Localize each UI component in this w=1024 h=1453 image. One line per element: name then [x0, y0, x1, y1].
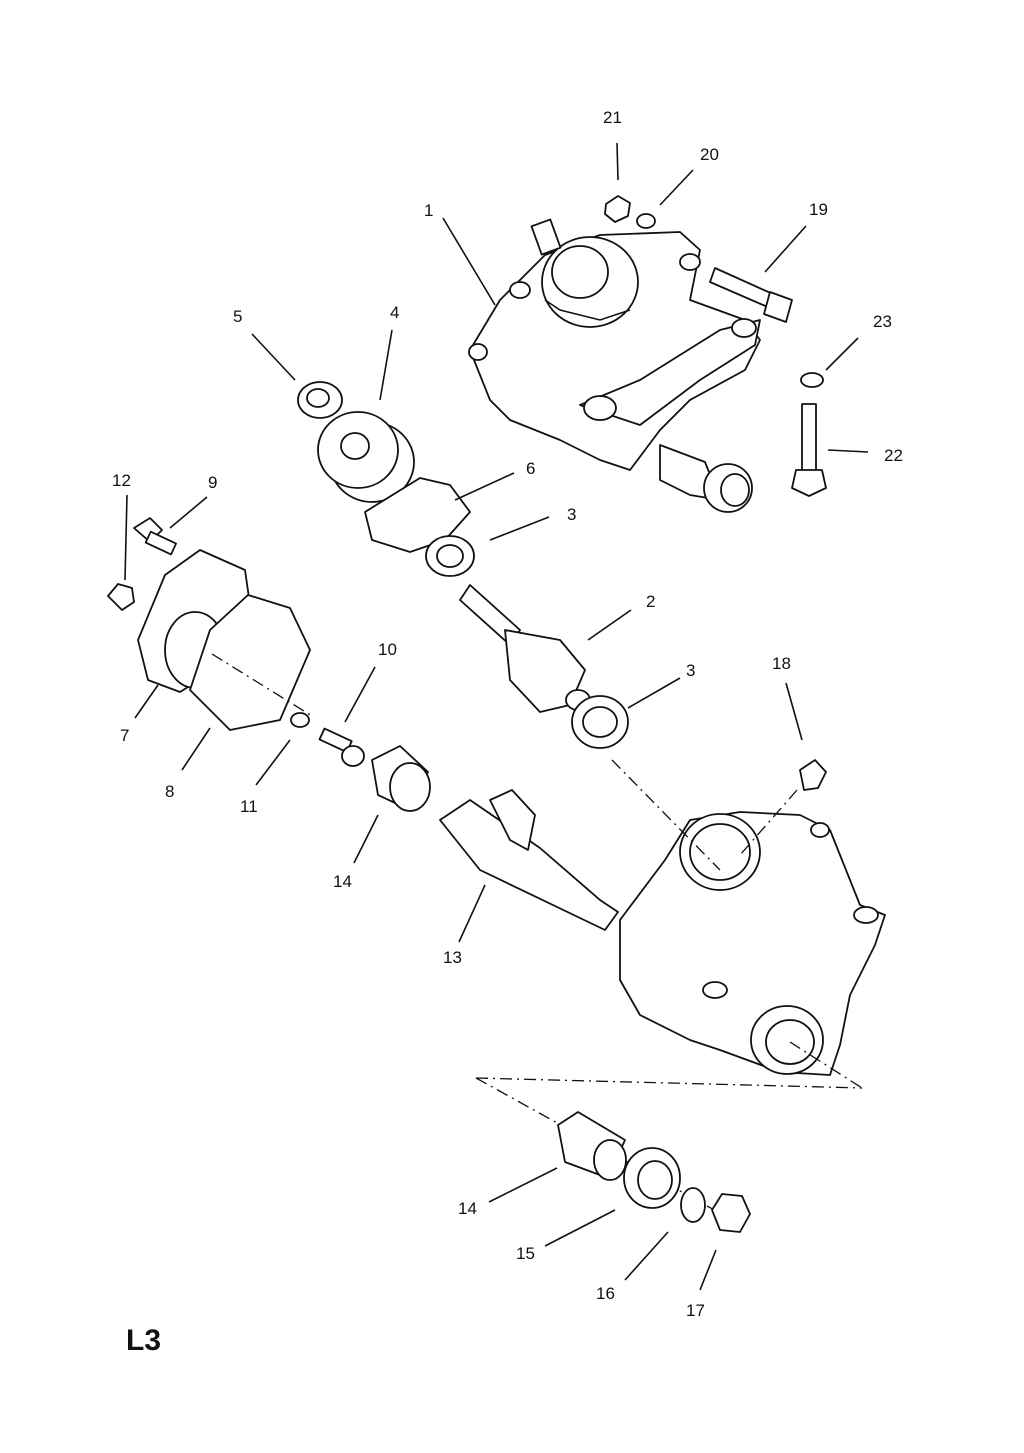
callout-22: 22 — [884, 446, 903, 465]
part-2-worm-shaft — [459, 584, 591, 713]
housing-lower — [619, 811, 886, 1076]
callout-4: 4 — [390, 303, 399, 322]
part-4-cover — [317, 411, 415, 503]
callout-5: 5 — [233, 307, 242, 326]
callout-14: 14 — [333, 872, 352, 891]
page-code: L3 — [126, 1324, 161, 1357]
part-14-bush-lower — [557, 1111, 627, 1181]
assembly-line — [739, 789, 798, 856]
callout-12: 12 — [112, 471, 131, 490]
part-17-nut — [711, 1193, 751, 1233]
callout-23: 23 — [873, 312, 892, 331]
part-5-seal — [297, 381, 343, 419]
assembly-line — [611, 759, 721, 871]
assembly-line — [789, 1041, 863, 1089]
part-9-bolt — [133, 517, 177, 556]
part-3-bearing-upper — [425, 535, 475, 577]
callout-18: 18 — [772, 654, 791, 673]
callout-8: 8 — [165, 782, 174, 801]
callout-9: 9 — [208, 473, 217, 492]
part-15-seal — [623, 1147, 681, 1209]
callout-21: 21 — [603, 108, 622, 127]
leader-lines — [124, 142, 869, 1291]
part-12-nut — [107, 583, 135, 611]
part-1-steering-gear-assembly — [468, 218, 761, 513]
callout-13: 13 — [443, 948, 462, 967]
callout-1: 1 — [424, 201, 433, 220]
callout-7: 7 — [120, 726, 129, 745]
part-3-bearing-lower — [571, 695, 629, 749]
callout-16: 16 — [596, 1284, 615, 1303]
callout-10: 10 — [378, 640, 397, 659]
part-23-washer — [800, 372, 824, 388]
part-19-bolt — [709, 267, 793, 323]
callout-3: 3 — [686, 661, 695, 680]
callout-17: 17 — [686, 1301, 705, 1320]
part-16-circlip — [680, 1187, 706, 1223]
part-13-sector-shaft — [439, 789, 619, 931]
part-20-washer — [636, 213, 656, 229]
part-22-bolt — [791, 403, 827, 497]
callout-3: 3 — [567, 505, 576, 524]
callout-19: 19 — [809, 200, 828, 219]
callout-20: 20 — [700, 145, 719, 164]
callout-6: 6 — [526, 459, 535, 478]
callout-15: 15 — [516, 1244, 535, 1263]
part-18-plug — [799, 759, 827, 791]
callout-14: 14 — [458, 1199, 477, 1218]
part-14-bush-upper — [371, 745, 431, 812]
assembly-line — [211, 653, 313, 717]
part-21-nut — [604, 195, 631, 223]
callout-labels: 1 2 3 3 4 5 6 7 8 9 10 11 12 13 14 14 15… — [112, 108, 903, 1320]
part-11-washer — [290, 712, 310, 728]
assembly-line — [475, 1077, 863, 1089]
callout-2: 2 — [646, 592, 655, 611]
callout-11: 11 — [240, 797, 258, 816]
part-6-gasket — [364, 477, 471, 553]
part-10-adjuster-screw — [318, 727, 365, 767]
